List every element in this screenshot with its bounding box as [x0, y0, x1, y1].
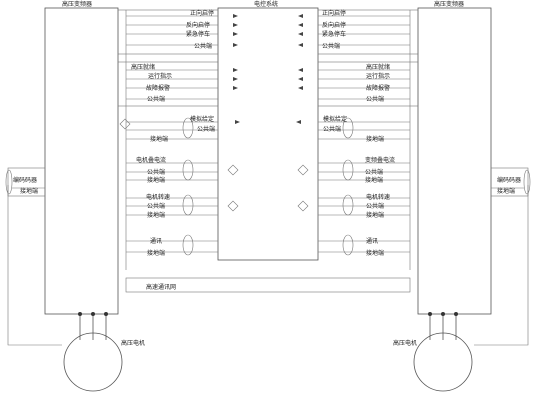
right-motor-speed: 电机转速 公共端 接地端 [297, 193, 410, 219]
right-analog-label-1: 模拟给定 [323, 115, 347, 123]
left-communication: 通讯 接地端 [126, 234, 218, 257]
right-analog-label-3: 接地端 [366, 135, 384, 143]
left-speed-label-3: 接地端 [147, 211, 165, 219]
right-analog-setting: 模拟给定 公共端 接地端 [296, 115, 410, 143]
right-encoder-label-2: 接地端 [497, 187, 515, 195]
right-encoder-label-1: 编码码器 [497, 176, 521, 184]
left-analog-setting: 模拟给定 公共端 接地端 [119, 115, 240, 143]
right-speed-label-3: 接地端 [366, 211, 384, 219]
left-encoder: 编码码器 接地端 [5, 167, 62, 346]
left-analog-label-3: 接地端 [150, 135, 168, 143]
right-status-label-3: 故障报警 [366, 84, 390, 92]
right-motor: 高压电机 [393, 312, 473, 392]
right-ctrl-label-2: 反向启停 [322, 21, 346, 29]
left-vfd-frame [44, 7, 119, 315]
right-vfd-title: 高压变频器 [434, 0, 464, 8]
right-speed-label-2: 公共端 [366, 202, 384, 210]
right-motor-label: 高压电机 [393, 339, 417, 347]
right-status-label-4: 公共端 [366, 95, 384, 103]
left-status-box [117, 61, 219, 107]
control-system-title: 电控系统 [254, 0, 278, 8]
right-comm-label-2: 接地端 [366, 249, 384, 257]
right-ctrl-label-4: 公共端 [322, 42, 340, 50]
right-load-label-3: 接地端 [365, 176, 383, 184]
right-encoder: 编码码器 接地端 [474, 167, 531, 346]
left-status-signals: 高压就绪 运行指示 故障报警 公共端 [126, 63, 238, 103]
left-motor-speed: 电机转速 公共端 接地端 [126, 193, 239, 219]
right-status-label-1: 高压就绪 [366, 63, 390, 71]
left-load-label-3: 接地端 [147, 176, 165, 184]
right-status-signals: 高压就绪 运行指示 故障报警 公共端 [298, 63, 410, 103]
right-status-label-2: 运行指示 [366, 72, 390, 80]
left-load-label-2: 公共端 [147, 168, 165, 176]
left-comm-label-1: 通讯 [150, 237, 162, 245]
control-system-frame [217, 7, 319, 261]
left-encoder-label-2: 接地端 [20, 187, 38, 195]
right-vfd-frame [417, 7, 492, 315]
right-load-balance: 变频叠电流 公共端 接地端 [297, 156, 410, 184]
left-load-balance: 电机叠电流 公共端 接地端 [126, 156, 239, 184]
left-encoder-label-1: 编码码器 [13, 176, 37, 184]
right-comm-label-1: 通讯 [366, 237, 378, 245]
bus-label: 高速通讯网 [146, 283, 176, 291]
right-control-box [317, 9, 419, 55]
left-motor: 高压电机 [63, 312, 145, 392]
left-status-label-2: 运行指示 [148, 72, 172, 80]
left-ctrl-label-3: 紧急停车 [186, 30, 210, 38]
right-ctrl-label-3: 紧急停车 [322, 30, 346, 38]
left-ctrl-label-1: 正向启停 [190, 9, 214, 17]
left-analog-label-2: 公共端 [197, 125, 215, 133]
right-analog-label-2: 公共端 [323, 125, 341, 133]
bus-box [125, 277, 411, 293]
right-control-signals: 正向启停 反向启停 紧急停车 公共端 [298, 9, 410, 50]
left-load-label-1: 电机叠电流 [136, 156, 166, 164]
left-speed-label-1: 电机转速 [146, 193, 170, 201]
right-ctrl-label-1: 正向启停 [322, 9, 346, 17]
left-motor-label: 高压电机 [121, 339, 145, 347]
left-status-label-4: 公共端 [147, 95, 165, 103]
left-vfd-title: 高压变频器 [62, 0, 92, 8]
left-ctrl-label-2: 反向启停 [186, 21, 210, 29]
right-communication: 通讯 接地端 [318, 234, 410, 257]
left-control-box [117, 9, 219, 55]
right-load-label-1: 变频叠电流 [365, 156, 395, 164]
left-speed-label-2: 公共端 [147, 202, 165, 210]
left-analog-label-1: 模拟给定 [190, 115, 214, 123]
right-speed-label-1: 电机转速 [366, 193, 390, 201]
right-status-box [317, 61, 419, 107]
left-comm-label-2: 接地端 [147, 249, 165, 257]
right-load-label-2: 公共端 [365, 168, 383, 176]
left-control-signals: 正向启停 反向启停 紧急停车 公共端 [126, 9, 238, 50]
left-status-label-3: 故障报警 [146, 84, 170, 92]
left-ctrl-label-4: 公共端 [194, 42, 212, 50]
left-status-label-1: 高压就绪 [131, 63, 155, 71]
